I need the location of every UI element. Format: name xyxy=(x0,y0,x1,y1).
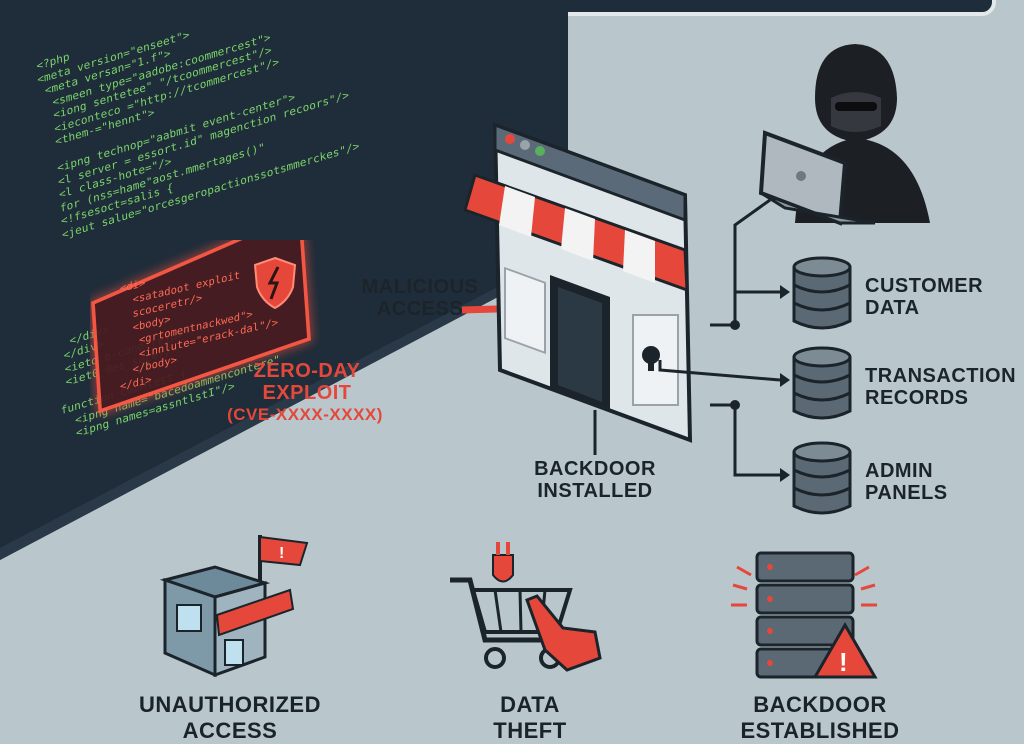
exploit-label-line2: EXPLOIT xyxy=(262,382,352,404)
malicious-line1: MALICIOUS xyxy=(361,276,479,298)
malicious-access-label: MALICIOUS ACCESS xyxy=(345,276,495,320)
exploit-label: ZERO-DAY EXPLOIT xyxy=(232,360,382,404)
database-connectors xyxy=(658,198,790,482)
database-label-line1: ADMIN xyxy=(865,460,934,482)
svg-text:!: ! xyxy=(839,647,848,677)
malicious-line2: ACCESS xyxy=(376,298,464,320)
database-label-line1: CUSTOMER xyxy=(865,275,984,297)
database-icon xyxy=(792,256,852,330)
svg-text:!: ! xyxy=(279,545,284,562)
exploit-label-line1: ZERO-DAY xyxy=(253,360,361,382)
bottom-label-line2: ACCESS xyxy=(182,718,278,743)
bottom-label-line1: UNAUTHORIZED xyxy=(139,692,321,717)
database-icon xyxy=(792,346,852,420)
bottom-label-line2: THEFT xyxy=(493,718,567,743)
exploit-box xyxy=(91,240,311,414)
backdoor-installed-label: BACKDOOR INSTALLED xyxy=(520,458,670,502)
backdoor-line xyxy=(593,410,597,455)
broken-shield-icon xyxy=(253,256,297,310)
storefront-flag-icon: ! xyxy=(159,535,309,678)
bottom-label-line1: DATA xyxy=(500,692,560,717)
server-warning-icon: ! xyxy=(731,551,878,679)
database-label-line1: TRANSACTION xyxy=(865,365,1017,387)
hacker-figure xyxy=(758,44,930,226)
database-label-line2: DATA xyxy=(865,297,920,319)
cve-label: (CVE-XXXX-XXXX) xyxy=(227,405,383,424)
bottom-label-line2: ESTABLISHED xyxy=(740,718,900,743)
backdoor-line1: BACKDOOR xyxy=(534,458,656,480)
top-banner xyxy=(32,0,996,16)
database-label-line2: RECORDS xyxy=(865,387,969,409)
bottom-label-line1: BACKDOOR xyxy=(753,692,887,717)
backdoor-line2: INSTALLED xyxy=(537,480,653,502)
storefront-browser xyxy=(463,122,693,443)
database-icon xyxy=(792,441,852,515)
database-label-line2: PANELS xyxy=(865,482,948,504)
shopping-cart-plug-icon xyxy=(450,542,602,672)
